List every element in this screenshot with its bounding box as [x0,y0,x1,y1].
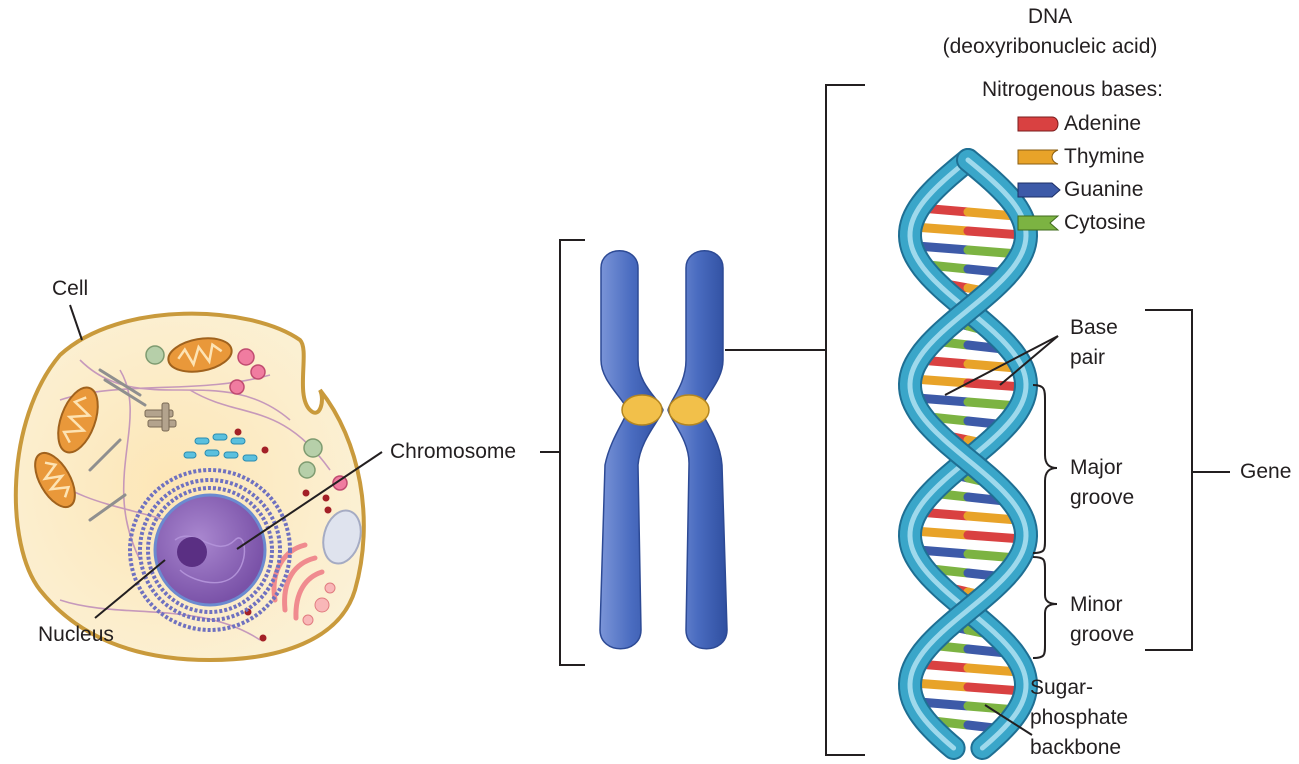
legend-label-guanine: Guanine [1064,178,1144,201]
cell-label: Cell [52,277,89,300]
base-pair-label-line1: Base [1070,316,1118,339]
base-pair-half [913,393,973,407]
legend-label-thymine: Thymine [1064,145,1145,168]
nucleus [153,493,267,607]
legend-label-cytosine: Cytosine [1064,211,1146,234]
golgi-vesicles [302,582,336,626]
base-pair-half [914,545,973,559]
chromatid-right [667,250,728,650]
legend-label-adenine: Adenine [1064,112,1142,135]
centromere-right [668,394,710,426]
major-groove-label: Major groove [1070,453,1134,513]
centriole [144,402,177,432]
gene-label: Gene [1240,460,1292,483]
backbone-strand-a-highlight [907,157,1029,751]
dna-title: DNA (deoxyribonucleic acid) [920,2,1180,62]
nucleolus [177,537,207,567]
major-groove-label-line2: groove [1070,486,1135,509]
vesicles [145,345,348,642]
chromosome [599,250,728,650]
cell [13,311,366,663]
base-pair-label: Base pair [1070,313,1118,373]
backbone-label-line1: Sugar- [1030,676,1094,699]
base-pair-half [963,378,1027,392]
minor-groove-label: Minor groove [1070,590,1134,650]
dna-double-helix [897,148,1039,760]
minor-groove-label-line2: groove [1070,623,1135,646]
base-pair-half [909,374,973,388]
base-pair-half [915,697,973,711]
chromosome-label: Chromosome [390,440,517,463]
base-pair-half [912,241,973,255]
backbone-label-line3: backbone [1030,736,1122,759]
dna-title-line1: DNA [1027,5,1073,28]
base-pair-half [963,682,1027,696]
chromatid-left [599,250,664,650]
cytosine-swatch-icon [1017,215,1060,231]
dna-title-line2: (deoxyribonucleic acid) [942,35,1158,58]
backbone-label: Sugar- phosphate backbone [1030,673,1128,763]
base-pair-half [963,226,1027,240]
major-groove-label-line1: Major [1070,456,1123,479]
base-pair-half [909,526,973,540]
minor-groove-label-line1: Minor [1070,593,1123,616]
legend-swatches [1017,116,1061,231]
dna-brackets [944,309,1230,736]
base-pair-half [963,511,1022,525]
base-pair-half [963,359,1021,373]
leader-lines [69,304,560,619]
base-pair-half [909,678,973,692]
rough-er [128,468,292,632]
smooth-er [183,433,258,462]
centromere-left [621,394,663,426]
base-pair-half [963,530,1027,544]
vacuole [322,509,362,565]
base-pair-half [909,222,973,236]
chromosome-to-dna-connector [725,84,865,756]
nucleus-label: Nucleus [38,623,114,646]
legend-title: Nitrogenous bases: [982,78,1163,101]
adenine-swatch-icon [1017,116,1059,132]
chromosome-bracket [559,239,585,666]
base-pair-half [963,663,1023,677]
guanine-swatch-icon [1017,182,1061,198]
microtubules [88,368,147,522]
backbone-label-line2: phosphate [1030,706,1129,729]
base-pair-label-line2: pair [1070,346,1106,369]
thymine-swatch-icon [1017,149,1059,165]
mitochondria [34,337,233,509]
